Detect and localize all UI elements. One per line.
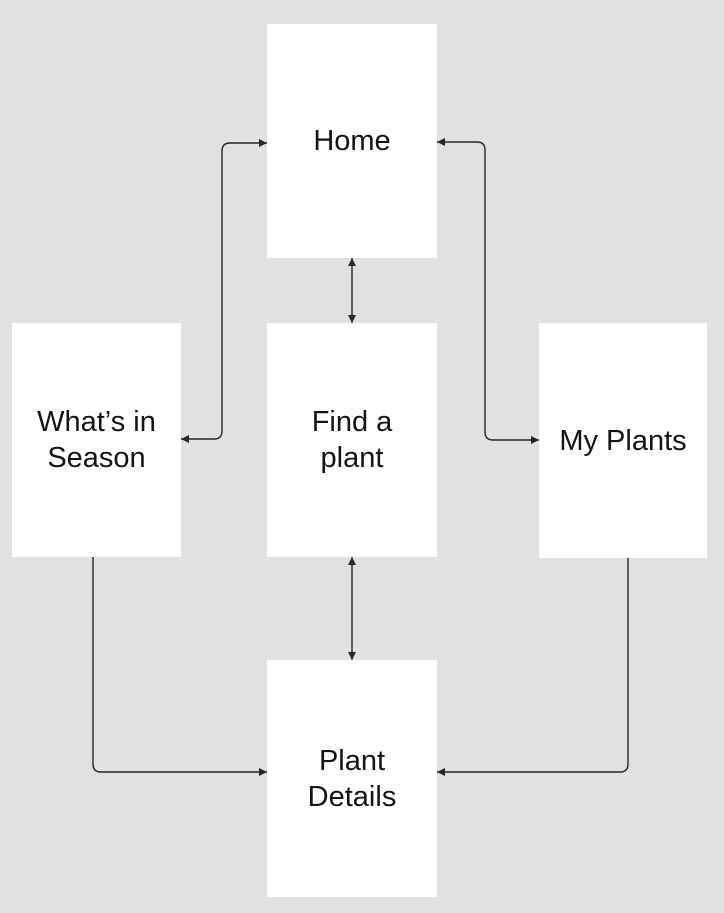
- node-home-label: Home: [313, 125, 391, 157]
- node-whats-in-season-label: What’s in: [37, 406, 156, 438]
- node-find-a-plant: Find a plant: [267, 323, 437, 557]
- node-find-a-plant-label: Find a: [311, 406, 393, 438]
- edge-my-plants-plant-details: [437, 557, 629, 776]
- node-whats-in-season: What’s in Season: [12, 323, 181, 557]
- edge-whats-in-season-plant-details: [92, 557, 267, 776]
- edge-home-whats-in-season: [181, 139, 267, 443]
- node-my-plants: My Plants: [539, 323, 707, 558]
- node-find-a-plant-label: plant: [320, 442, 384, 474]
- node-whats-in-season-label: Season: [47, 442, 146, 474]
- node-plant-details-label: Details: [307, 780, 397, 813]
- node-plant-details-label: Plant: [318, 744, 386, 777]
- node-my-plants-label: My Plants: [559, 424, 687, 457]
- node-home: Home: [267, 24, 437, 258]
- edge-home-my-plants: [437, 138, 539, 444]
